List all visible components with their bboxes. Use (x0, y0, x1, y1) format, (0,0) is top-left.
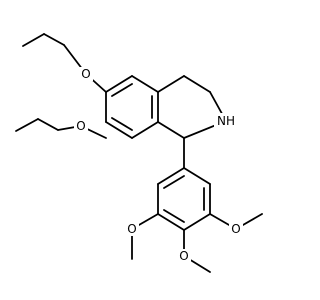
bond-lines (15, 33, 263, 273)
bond (131, 121, 159, 139)
oxygen-label: O (179, 249, 188, 263)
bond (105, 121, 133, 139)
bond (183, 75, 211, 93)
bond (22, 33, 45, 47)
bond (157, 75, 185, 93)
oxygen-atom-left: O (125, 222, 139, 236)
bond (183, 167, 211, 185)
chemical-structure: O O NH O O O (15, 33, 263, 273)
bond (15, 118, 39, 132)
bond (105, 75, 133, 93)
oxygen-atom-right: O (229, 222, 243, 236)
nh-group: NH (214, 113, 238, 129)
bond (131, 75, 159, 93)
bond (43, 33, 65, 46)
oxygen-label: O (76, 119, 85, 133)
bond (183, 213, 211, 231)
oxygen-atom-upper: O (79, 67, 93, 81)
atom-labels: O O NH O O O (74, 67, 243, 263)
oxygen-label: O (81, 67, 90, 81)
bond (163, 175, 185, 189)
oxygen-atom-lower: O (74, 119, 88, 133)
bond (111, 117, 133, 131)
bond (163, 209, 185, 223)
bond (111, 83, 133, 97)
bond (157, 121, 185, 139)
nh-label: NH (217, 114, 235, 128)
bond (37, 118, 59, 131)
bond (157, 213, 185, 231)
bond (157, 167, 185, 185)
oxygen-label: O (127, 222, 136, 236)
oxygen-atom-bottom: O (177, 249, 191, 263)
oxygen-label: O (231, 222, 240, 236)
